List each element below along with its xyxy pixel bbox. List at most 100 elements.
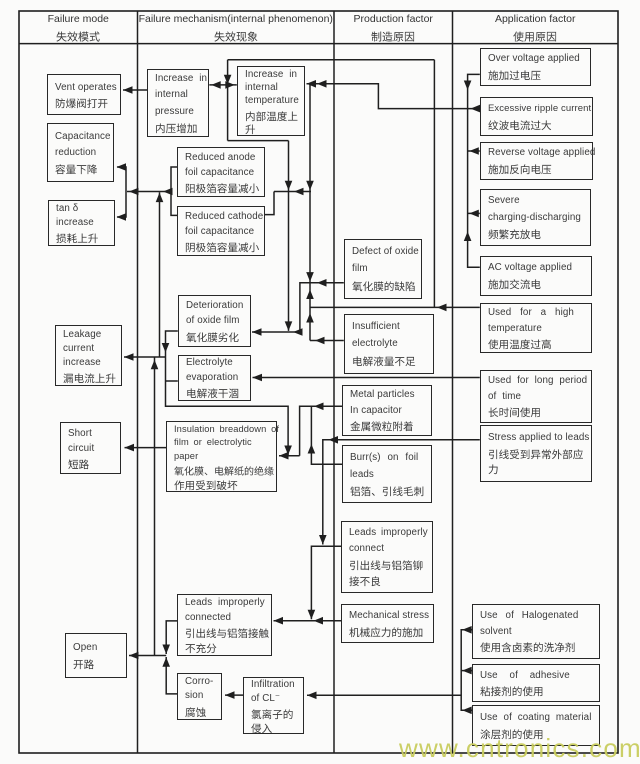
box-line: of time	[488, 390, 522, 402]
arrowheads	[116, 74, 480, 715]
box-line-zh	[488, 117, 589, 133]
box-line-zh	[68, 456, 117, 471]
cjk-text-glyphs	[488, 119, 552, 130]
box-line: film or electrolytic	[174, 437, 252, 448]
cjk-text-glyphs	[488, 279, 541, 290]
box-line-zh	[352, 353, 430, 371]
box-line: temperature	[245, 95, 299, 107]
box-line: solvent	[480, 625, 512, 637]
box-line: temperature	[488, 322, 542, 334]
cjk-text-glyphs	[488, 164, 552, 175]
box-line: Use of Halogenated	[480, 610, 579, 622]
box-open: Open	[65, 633, 127, 678]
box-line-zh	[174, 463, 274, 477]
cjk-text-glyphs	[214, 31, 258, 42]
box-line-zh	[185, 640, 268, 655]
box-line: Increase in	[245, 69, 298, 80]
cjk-text-glyphs	[174, 480, 238, 491]
box-line-zh	[174, 477, 273, 491]
box-excessive-ripple: Excessive ripple current	[480, 97, 593, 136]
box-line: circuit	[68, 442, 95, 454]
box-line: Used for long period	[488, 375, 588, 387]
outer-frame	[18, 10, 619, 754]
box-line: AC voltage applied	[488, 262, 573, 273]
connector-burr-riser	[310, 406, 342, 466]
cjk-text-glyphs	[185, 628, 269, 639]
cjk-text-glyphs	[488, 339, 551, 350]
cjk-text-glyphs	[185, 707, 206, 717]
box-line: sion	[185, 690, 204, 702]
box-line: internal	[245, 82, 278, 94]
cjk-text-glyphs	[185, 241, 259, 252]
column-title-zh	[214, 27, 258, 42]
box-line: foil capacitance	[185, 225, 255, 237]
cjk-text-glyphs	[245, 124, 256, 134]
box-line-zh	[488, 446, 588, 462]
box-line-zh	[245, 121, 301, 134]
box-line-zh	[488, 276, 588, 292]
column-title-zh	[513, 27, 557, 42]
box-line-zh	[55, 161, 110, 177]
box-line-zh	[56, 230, 111, 244]
box-over-voltage: Over voltage applied	[480, 48, 591, 86]
box-line: increase	[56, 217, 94, 228]
cjk-text-glyphs	[63, 372, 116, 383]
box-line: Deterioration	[186, 299, 244, 311]
column-title: Production factor	[353, 13, 433, 26]
cjk-text-glyphs	[187, 388, 239, 399]
box-line-zh	[488, 461, 588, 477]
connector-application-bus	[466, 73, 480, 269]
box-line: Leads improperly	[349, 527, 428, 538]
box-line-zh	[349, 557, 429, 573]
box-line: Insufficient	[352, 320, 400, 332]
box-line-zh	[185, 704, 218, 719]
cjk-text-glyphs	[488, 70, 541, 81]
box-line: reduction	[55, 146, 97, 158]
cjk-text-glyphs	[353, 356, 416, 366]
cjk-text-glyphs	[513, 31, 557, 42]
box-line: leads	[350, 468, 374, 480]
connector-lc2-out	[165, 620, 177, 654]
box-line-zh	[350, 483, 428, 500]
cjk-text-glyphs	[56, 233, 98, 244]
cjk-text-glyphs	[488, 449, 583, 459]
box-line-zh	[251, 720, 300, 734]
box-corrosion: Corro-sion	[177, 673, 222, 720]
box-line-zh	[352, 278, 418, 296]
box-line: pressure	[155, 105, 194, 117]
box-line: Defect of oxide	[352, 245, 419, 257]
box-line: Mechanical stress	[349, 610, 430, 621]
cjk-text-glyphs	[55, 163, 97, 174]
box-line: Stress applied to leads	[488, 432, 590, 444]
box-line-zh	[186, 385, 247, 400]
connector-stress-route	[322, 439, 480, 545]
box-line: current	[63, 342, 95, 354]
box-line-zh	[488, 336, 588, 351]
connector-temp-feed-line	[306, 83, 480, 110]
cjk-text-glyphs	[56, 31, 100, 42]
box-line: internal	[155, 89, 188, 101]
box-line: Vent operates	[55, 81, 117, 93]
connector-right-bracket	[265, 191, 275, 216]
box-line: Reduced anode	[185, 151, 256, 163]
watermark: www.cntronics.com	[399, 733, 640, 763]
box-long-period: Used for long period of time	[480, 370, 592, 423]
box-coating-material: Use of coating material	[472, 705, 600, 746]
box-line: Leakage	[63, 328, 102, 340]
connector-failure-mode-connector	[117, 166, 127, 218]
box-line: Leads improperly	[185, 597, 265, 608]
box-line: paper	[174, 450, 199, 461]
cjk-text-glyphs	[349, 576, 381, 587]
